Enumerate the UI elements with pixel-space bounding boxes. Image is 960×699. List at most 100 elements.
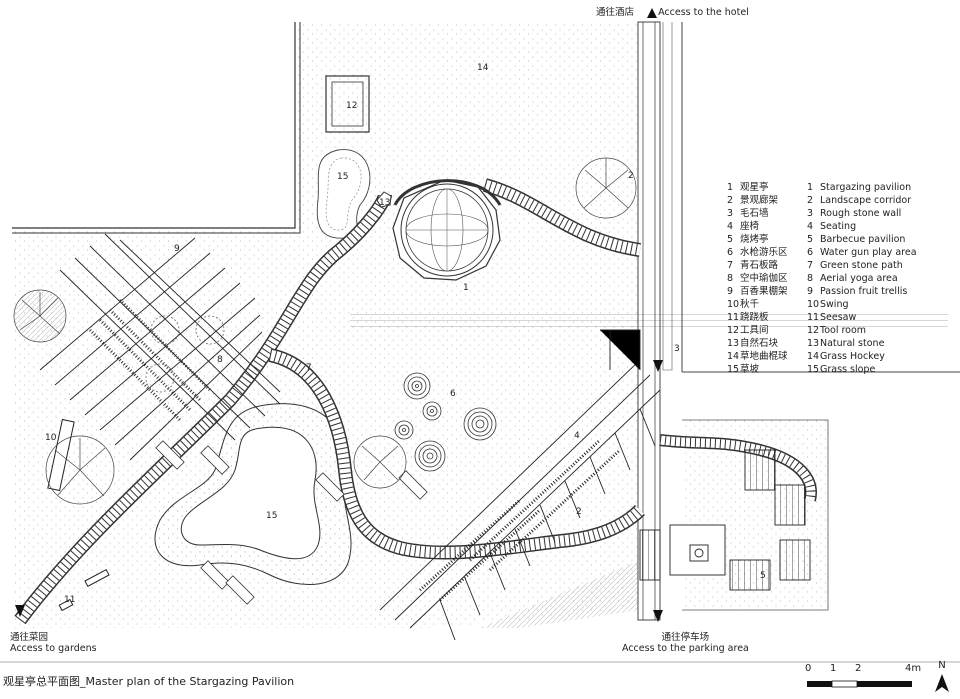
legend-en: Barbecue pavilion	[820, 234, 906, 245]
legend-num: 14	[727, 351, 740, 362]
legend-num-en: 3	[807, 208, 814, 219]
legend-num-en: 13	[807, 338, 820, 349]
legend-en: Tool room	[820, 325, 867, 336]
natural-stone	[376, 191, 392, 208]
legend-num-en: 14	[807, 351, 820, 362]
legend-row: 7 青石板路 7 Green stone path	[727, 259, 917, 272]
access-hotel-zh: 通往酒店	[596, 7, 635, 18]
caption-rule	[0, 661, 960, 663]
legend-en: Water gun play area	[820, 247, 917, 258]
legend-en: Landscape corridor	[820, 195, 912, 206]
trees	[13, 157, 637, 505]
plan-label-9: 9	[174, 244, 180, 254]
legend-num-en: 15	[807, 364, 820, 375]
legend-row: 3 毛石墙 3 Rough stone wall	[727, 207, 917, 220]
legend-zh: 烧烤亭	[740, 234, 769, 245]
legend-zh: 观星亭	[740, 182, 769, 193]
legend-num: 8	[727, 273, 734, 284]
legend-en: Seating	[820, 221, 857, 232]
legend-num: 9	[727, 286, 734, 297]
legend-en: Grass slope	[820, 364, 876, 375]
legend-num: 4	[727, 221, 734, 232]
access-hotel: 通往酒店 Access to the hotel	[596, 7, 749, 18]
plan-label-13: 13	[379, 198, 390, 208]
plan-label-2b: 2	[576, 507, 582, 517]
access-hotel-en: Access to the hotel	[658, 7, 749, 18]
access-parking-en: Access to the parking area	[622, 643, 749, 654]
plan-label-2a: 2	[628, 171, 634, 181]
plan-label-5: 5	[760, 571, 766, 581]
legend-num-en: 4	[807, 221, 814, 232]
legend-zh: 草地曲棍球	[740, 351, 788, 362]
tool-room	[325, 75, 370, 133]
legend-num-en: 11	[807, 312, 820, 323]
legend-zh: 景观廊架	[740, 195, 779, 206]
legend-num-en: 2	[807, 195, 814, 206]
plan-label-1: 1	[463, 283, 469, 293]
legend-num: 11	[727, 312, 740, 323]
barbecue-pavilion	[639, 449, 811, 591]
legend-en: Swing	[820, 299, 849, 310]
legend-num: 10	[727, 299, 740, 310]
legend-zh: 空中瑜伽区	[740, 273, 788, 284]
plan-label-3: 3	[674, 344, 680, 354]
legend-num-en: 5	[807, 234, 814, 245]
access-arrows	[15, 8, 663, 622]
plan-label-11: 11	[64, 595, 75, 605]
plan-label-14: 14	[477, 63, 489, 73]
legend-zh: 青石板路	[740, 260, 779, 271]
legend-num-en: 1	[807, 182, 814, 193]
access-gardens-en: Access to gardens	[10, 643, 97, 654]
legend-en: Aerial yoga area	[820, 273, 898, 284]
legend-en: Passion fruit trellis	[820, 286, 908, 297]
legend-zh: 水枪游乐区	[740, 247, 788, 258]
legend-en: Seesaw	[820, 312, 857, 323]
drawing-title: 观星亭总平面图_Master plan of the Stargazing Pa…	[3, 675, 295, 688]
legend-num: 15	[727, 364, 740, 375]
plan-label-12: 12	[346, 101, 357, 111]
legend-zh: 座椅	[740, 221, 760, 232]
legend-num: 7	[727, 260, 734, 271]
plan-label-4: 4	[574, 431, 580, 441]
legend-en: Rough stone wall	[820, 208, 902, 219]
plan-label-15a: 15	[337, 172, 348, 182]
legend-zh: 毛石墙	[740, 208, 769, 219]
seating	[155, 440, 428, 605]
legend-num: 5	[727, 234, 734, 245]
north-arrow: N	[932, 660, 952, 694]
legend-num-en: 9	[807, 286, 814, 297]
legend-en: Grass Hockey	[820, 351, 885, 362]
legend-row: 5 烧烤亭 5 Barbecue pavilion	[727, 233, 917, 246]
legend-en: Green stone path	[820, 260, 903, 271]
legend-en: Stargazing pavilion	[820, 182, 912, 193]
plan-label-15b: 15	[266, 511, 277, 521]
legend-zh: 秋千	[740, 299, 760, 310]
legend-num-en: 7	[807, 260, 814, 271]
legend-num: 3	[727, 208, 734, 219]
legend-num: 13	[727, 338, 740, 349]
access-parking-zh: 通往停车场	[661, 632, 710, 643]
green-stone-path	[14, 178, 817, 625]
scale-tick-1: 1	[830, 663, 837, 674]
access-parking: 通往停车场 Access to the parking area	[622, 632, 749, 654]
legend-num: 12	[727, 325, 740, 336]
access-gardens-zh: 通往菜园	[10, 632, 49, 643]
legend-row: 9 百香果棚架 9 Passion fruit trellis	[727, 285, 917, 298]
legend-zh: 百香果棚架	[740, 286, 788, 297]
legend-zh: 工具间	[740, 325, 769, 336]
passion-fruit-trellis	[39, 233, 281, 461]
plan-label-10: 10	[45, 433, 57, 443]
plan-label-8: 8	[217, 355, 223, 365]
legend-en: Natural stone	[820, 338, 885, 349]
scale-tick-4: 4m	[905, 663, 922, 674]
